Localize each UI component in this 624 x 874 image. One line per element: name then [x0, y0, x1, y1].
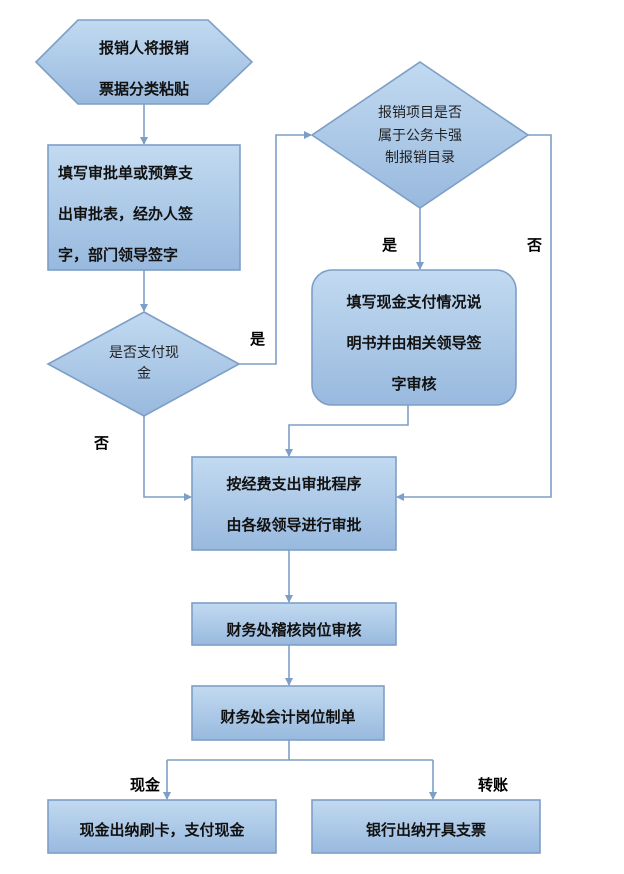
cash-decision-text-1: 是否支付现 — [109, 345, 179, 361]
start-text-1: 报销人将报销 — [99, 39, 189, 57]
audit-node: 财务处稽核岗位审核 — [191, 602, 397, 646]
label-transfer: 转账 — [478, 776, 508, 794]
bank-pay-node: 银行出纳开具支票 — [311, 799, 541, 854]
start-node: 报销人将报销 票据分类粘贴 — [34, 19, 254, 105]
cash-statement-text-2: 明书并由相关领导签 — [346, 334, 482, 352]
approval-text-1: 按经费支出审批程序 — [226, 475, 361, 493]
cash-pay-text: 现金出纳刷卡，支付现金 — [79, 821, 245, 839]
arrow-cash-yes — [239, 131, 312, 365]
card-decision-text-3: 制报销目录 — [385, 150, 455, 166]
approval-node: 按经费支出审批程序 由各级领导进行审批 — [191, 456, 397, 551]
bank-pay-text: 银行出纳开具支票 — [366, 821, 486, 839]
approval-text-2: 由各级领导进行审批 — [226, 516, 361, 534]
card-decision-text-1: 报销项目是否 — [378, 105, 462, 121]
cash-decision-node: 是否支付现 金 — [46, 311, 241, 417]
cash-pay-node: 现金出纳刷卡，支付现金 — [47, 799, 277, 854]
connectors — [140, 104, 552, 800]
cash-statement-text-3: 字审核 — [391, 375, 436, 393]
label-cash-yes: 是 — [249, 330, 266, 348]
card-decision-text-2: 属于公务卡强 — [378, 128, 462, 144]
accounting-text: 财务处会计岗位制单 — [220, 708, 355, 726]
card-decision-node: 报销项目是否 属于公务卡强 制报销目录 — [310, 61, 530, 209]
label-cash-no: 否 — [93, 434, 109, 452]
label-card-no: 否 — [526, 236, 542, 254]
arrow-statement-to-approval — [285, 405, 409, 457]
accounting-node: 财务处会计岗位制单 — [191, 685, 385, 741]
arrow-cash-no — [143, 416, 192, 501]
cash-statement-node: 填写现金支付情况说 明书并由相关领导签 字审核 — [311, 269, 517, 406]
cash-decision-text-2: 金 — [137, 366, 151, 382]
start-text-2: 票据分类粘贴 — [99, 80, 189, 98]
audit-text: 财务处稽核岗位审核 — [226, 621, 361, 639]
fill-form-text-2: 出审批表，经办人签 — [58, 205, 194, 223]
fill-form-text-3: 字，部门领导签字 — [58, 246, 178, 264]
fill-form-node: 填写审批单或预算支 出审批表，经办人签 字，部门领导签字 — [47, 144, 241, 271]
label-cash: 现金 — [130, 776, 161, 794]
label-card-yes: 是 — [381, 236, 398, 254]
arrow-card-no — [396, 134, 552, 501]
cash-statement-text-1: 填写现金支付情况说 — [346, 293, 481, 311]
fill-form-text-1: 填写审批单或预算支 — [58, 164, 194, 182]
